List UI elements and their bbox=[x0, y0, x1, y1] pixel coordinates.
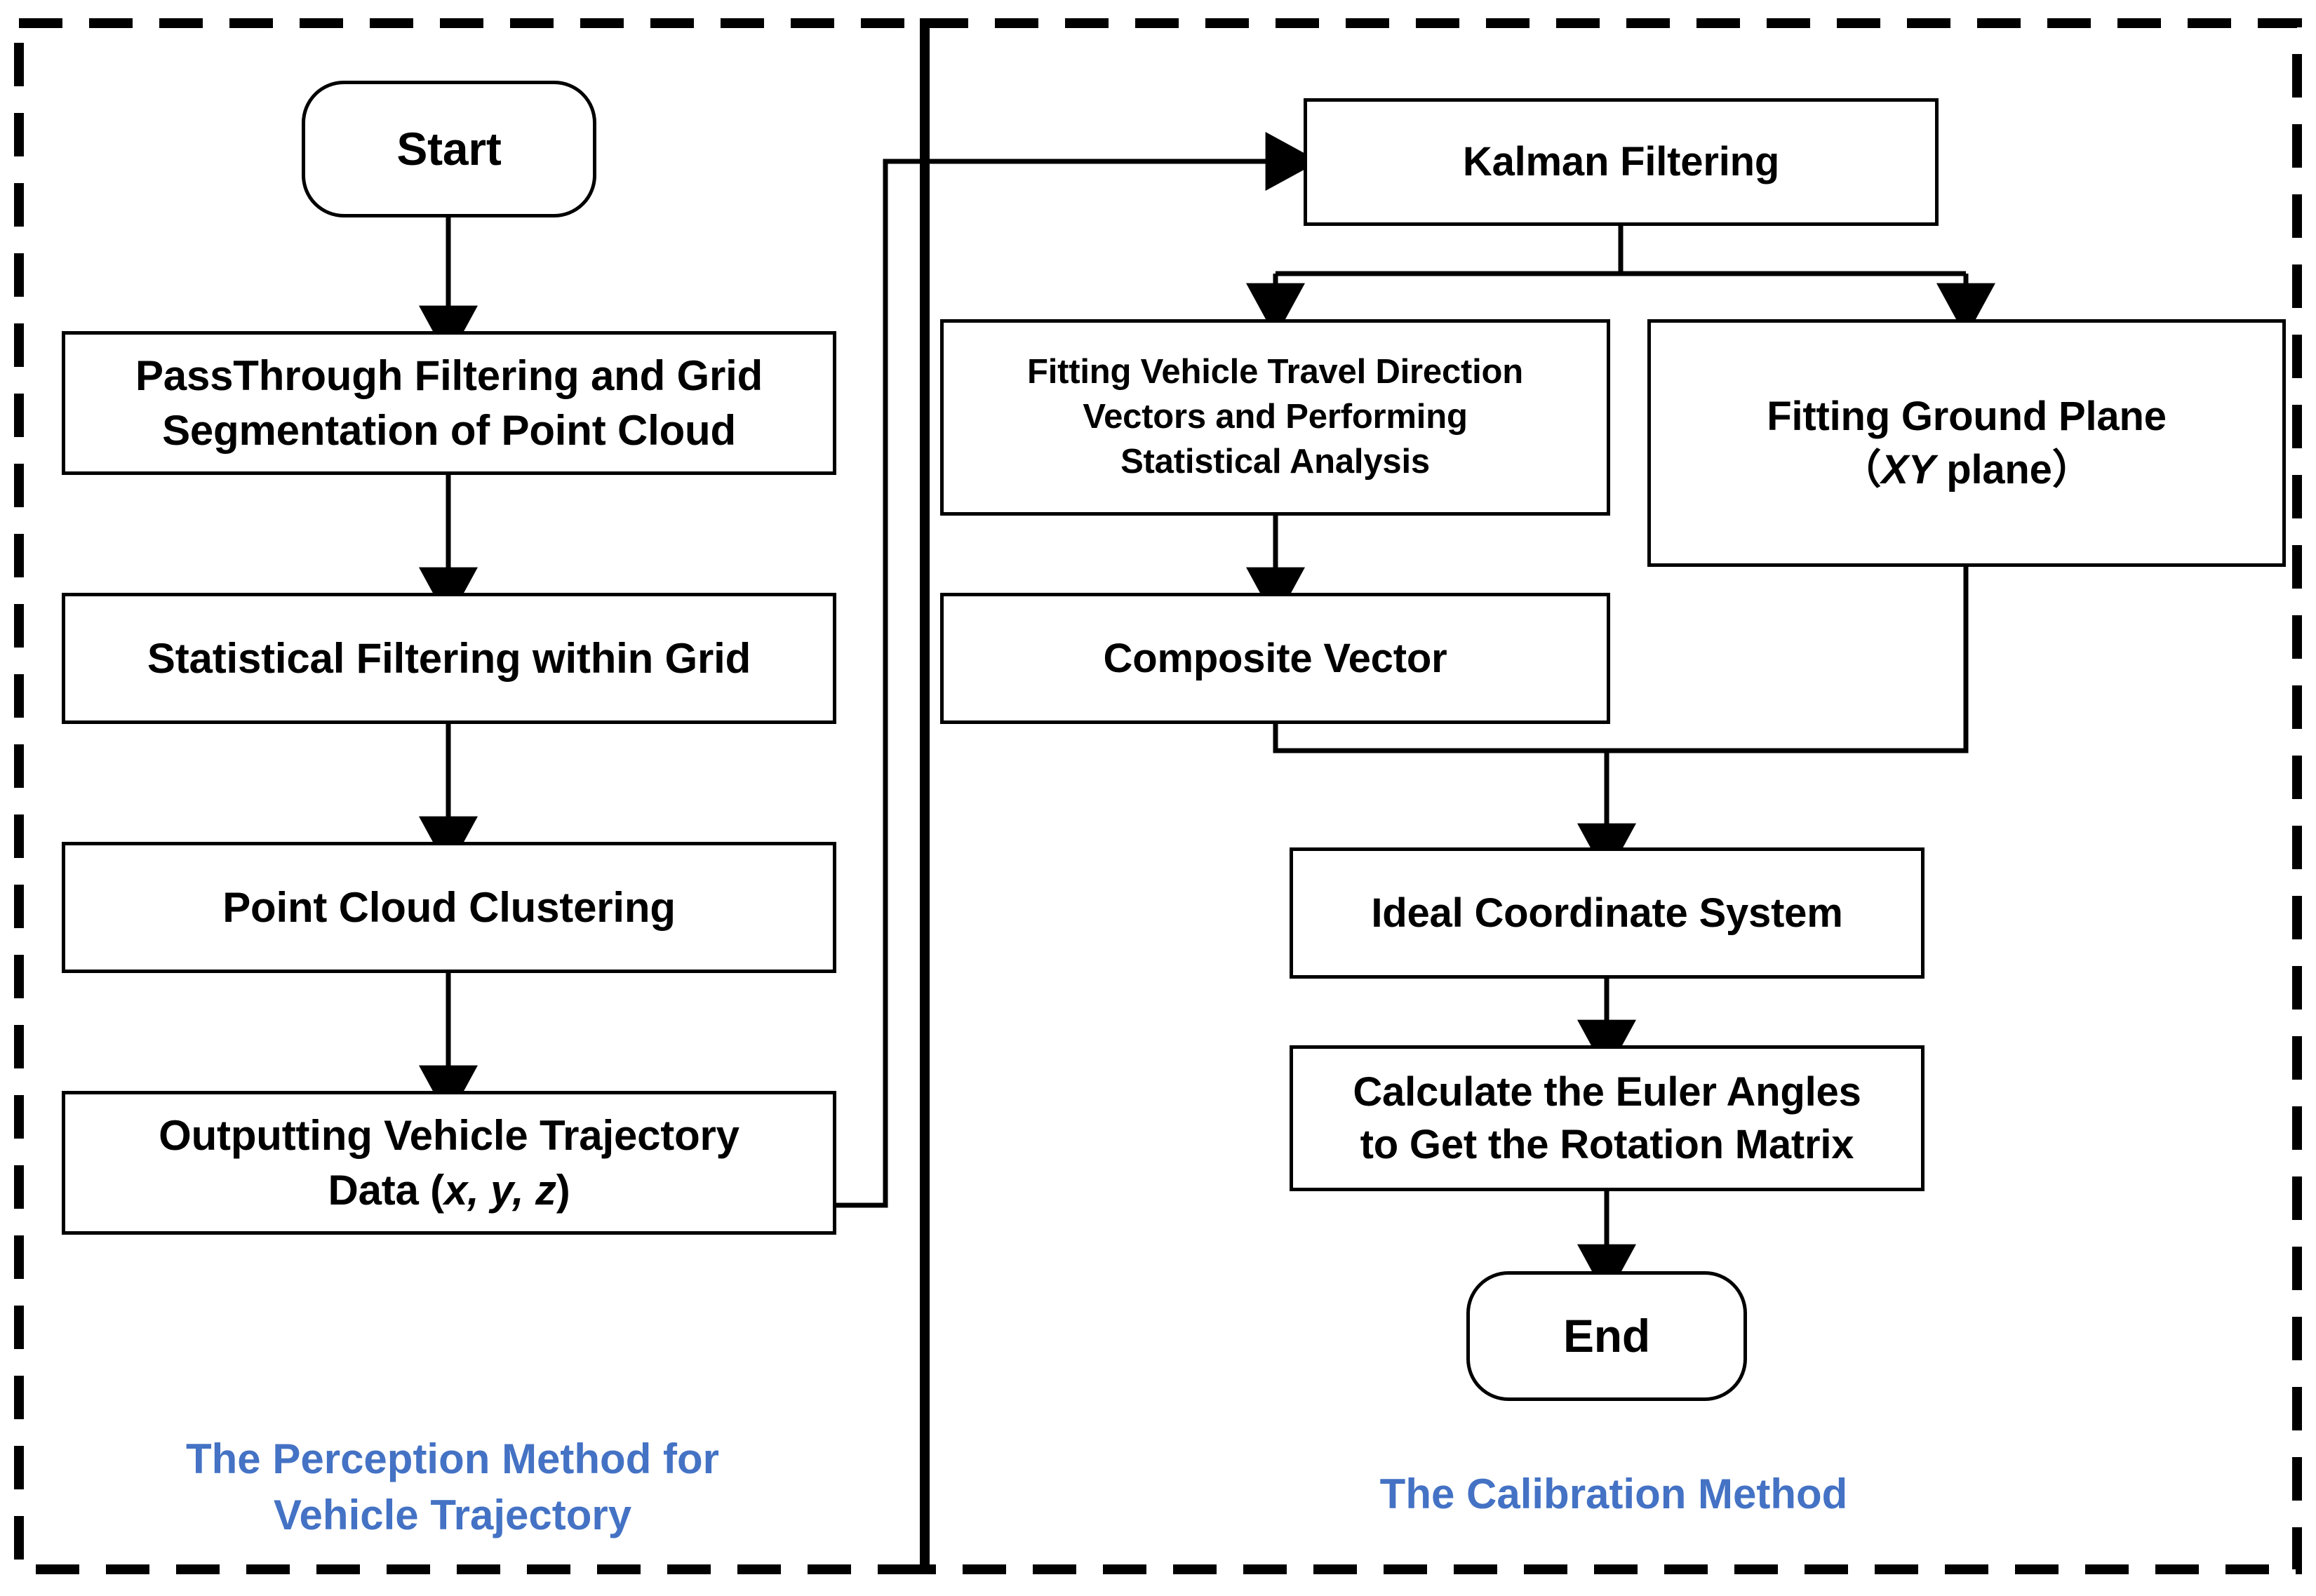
node-statistical-filtering-label: Statistical Filtering within Grid bbox=[147, 634, 751, 682]
node-output-trajectory[interactable]: Outputting Vehicle Trajectory Data (x, y… bbox=[62, 1091, 836, 1235]
node-kalman-label: Kalman Filtering bbox=[1462, 139, 1780, 185]
panel-label-perception-line1: The Perception Method for bbox=[185, 1435, 720, 1482]
node-output-line1: Outputting Vehicle Trajectory bbox=[159, 1111, 739, 1159]
node-groundplane-line1: Fitting Ground Plane bbox=[1767, 394, 2167, 440]
node-fitting-direction-vectors[interactable]: Fitting Vehicle Travel Direction Vectors… bbox=[940, 319, 1610, 516]
node-end[interactable]: End bbox=[1466, 1271, 1747, 1401]
node-ideal-coordinate-system[interactable]: Ideal Coordinate System bbox=[1290, 847, 1925, 979]
node-fittingvectors-line3: Statistical Analysis bbox=[1120, 442, 1430, 481]
node-composite-label: Composite Vector bbox=[1103, 635, 1447, 681]
node-start[interactable]: Start bbox=[302, 81, 596, 217]
node-groundplane-line2-vars: XY bbox=[1881, 446, 1936, 492]
node-passthrough-line1: PassThrough Filtering and Grid bbox=[135, 351, 763, 399]
node-kalman-filtering[interactable]: Kalman Filtering bbox=[1304, 98, 1939, 226]
node-composite-vector[interactable]: Composite Vector bbox=[940, 593, 1610, 724]
node-euler-line1: Calculate the Euler Angles bbox=[1353, 1068, 1861, 1115]
node-groundplane-line2-pre: （ bbox=[1840, 446, 1882, 492]
panel-border-perception bbox=[14, 18, 930, 1574]
edge-groundplane-merge bbox=[1607, 567, 1969, 753]
node-passthrough-filtering[interactable]: PassThrough Filtering and Grid Segmentat… bbox=[62, 331, 836, 475]
node-start-label: Start bbox=[396, 122, 502, 175]
panel-label-perception-line2: Vehicle Trajectory bbox=[273, 1491, 632, 1539]
edge-output-kalman bbox=[835, 132, 1320, 1208]
panel-label-perception: The Perception Method for Vehicle Trajec… bbox=[84, 1431, 821, 1544]
node-groundplane-line2-post: plane） bbox=[1935, 446, 2093, 492]
node-output-line2-pre: Data ( bbox=[328, 1166, 444, 1214]
panel-label-calibration-line1: The Calibration Method bbox=[1379, 1470, 1848, 1517]
node-clustering-label: Point Cloud Clustering bbox=[222, 883, 676, 931]
node-point-cloud-clustering[interactable]: Point Cloud Clustering bbox=[62, 842, 836, 973]
node-fittingvectors-line1: Fitting Vehicle Travel Direction bbox=[1026, 353, 1524, 391]
node-fitting-ground-plane[interactable]: Fitting Ground Plane （XY plane） bbox=[1647, 319, 2286, 567]
edge-composite-merge bbox=[1273, 723, 1607, 753]
node-statistical-filtering[interactable]: Statistical Filtering within Grid bbox=[62, 593, 836, 724]
node-passthrough-line2: Segmentation of Point Cloud bbox=[162, 406, 736, 454]
node-output-line2-post: ) bbox=[556, 1166, 570, 1214]
node-calculate-euler-angles[interactable]: Calculate the Euler Angles to Get the Ro… bbox=[1290, 1045, 1925, 1191]
edges-group bbox=[419, 132, 1995, 1299]
node-end-label: End bbox=[1562, 1309, 1651, 1362]
panel-border-calibration bbox=[920, 18, 2302, 1574]
node-euler-line2: to Get the Rotation Matrix bbox=[1360, 1122, 1854, 1167]
panel-label-calibration: The Calibration Method bbox=[1235, 1466, 1993, 1522]
node-fittingvectors-line2: Vectors and Performing bbox=[1083, 398, 1468, 436]
node-idealcoord-label: Ideal Coordinate System bbox=[1371, 890, 1843, 936]
node-output-line2-vars: x, y, z bbox=[443, 1166, 556, 1214]
